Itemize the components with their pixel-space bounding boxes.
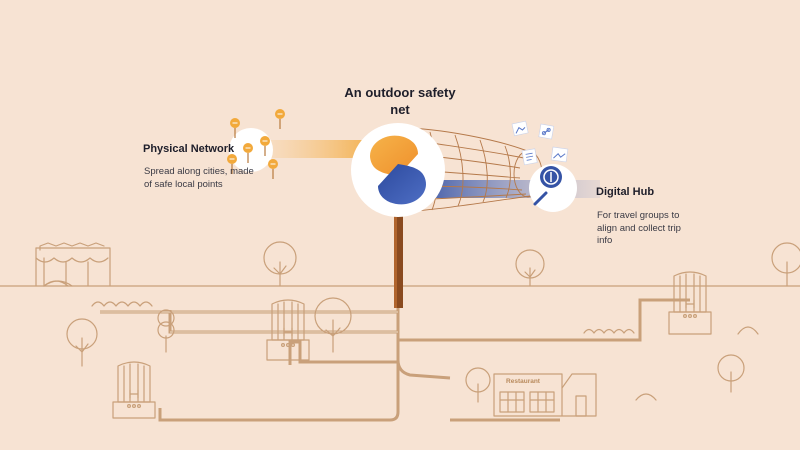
bush [635, 393, 657, 401]
tree [465, 367, 491, 403]
physical-beam [270, 140, 380, 158]
pin-icon [260, 136, 270, 156]
tree [717, 354, 745, 393]
image-doc-icon [550, 146, 569, 163]
tree [157, 309, 175, 353]
text-doc-icon [521, 148, 538, 166]
physical-network-description: Spread along cities, made of safe local … [144, 166, 254, 190]
digital-hub-description: For travel groups to align and collect t… [597, 210, 681, 246]
road-highlights [100, 311, 398, 333]
restaurant-sign: Restaurant [506, 378, 540, 385]
pin-icon [227, 154, 237, 174]
diagram-title: An outdoor safety net [344, 85, 456, 117]
magnifier-icon [533, 166, 562, 206]
market-building [35, 242, 111, 287]
landscape [35, 241, 800, 419]
road-network [100, 298, 690, 422]
pin-icon [275, 109, 285, 129]
link-doc-icon [538, 123, 555, 140]
physical-network-heading: Physical Network [143, 143, 235, 155]
net-pole [394, 210, 403, 308]
pin-icon [268, 159, 278, 179]
bush [737, 326, 759, 335]
digital-hub-heading: Digital Hub [596, 186, 655, 198]
safe-point-building [112, 361, 156, 419]
tree [263, 241, 297, 287]
digital-hub-badge [529, 164, 577, 212]
tree [771, 242, 800, 287]
tree [515, 249, 545, 287]
pin-icon [230, 118, 240, 138]
bush [583, 328, 635, 334]
bush [43, 280, 69, 287]
floating-documents [511, 120, 569, 166]
safe-point-building [668, 271, 712, 335]
restaurant-building [493, 373, 597, 417]
tree [314, 297, 352, 353]
pin-icon [243, 143, 253, 163]
bush [91, 301, 153, 307]
tree [66, 318, 98, 367]
location-pins [227, 109, 285, 179]
image-doc-icon [511, 120, 529, 137]
safe-point-building [266, 299, 310, 361]
logo [351, 123, 445, 217]
